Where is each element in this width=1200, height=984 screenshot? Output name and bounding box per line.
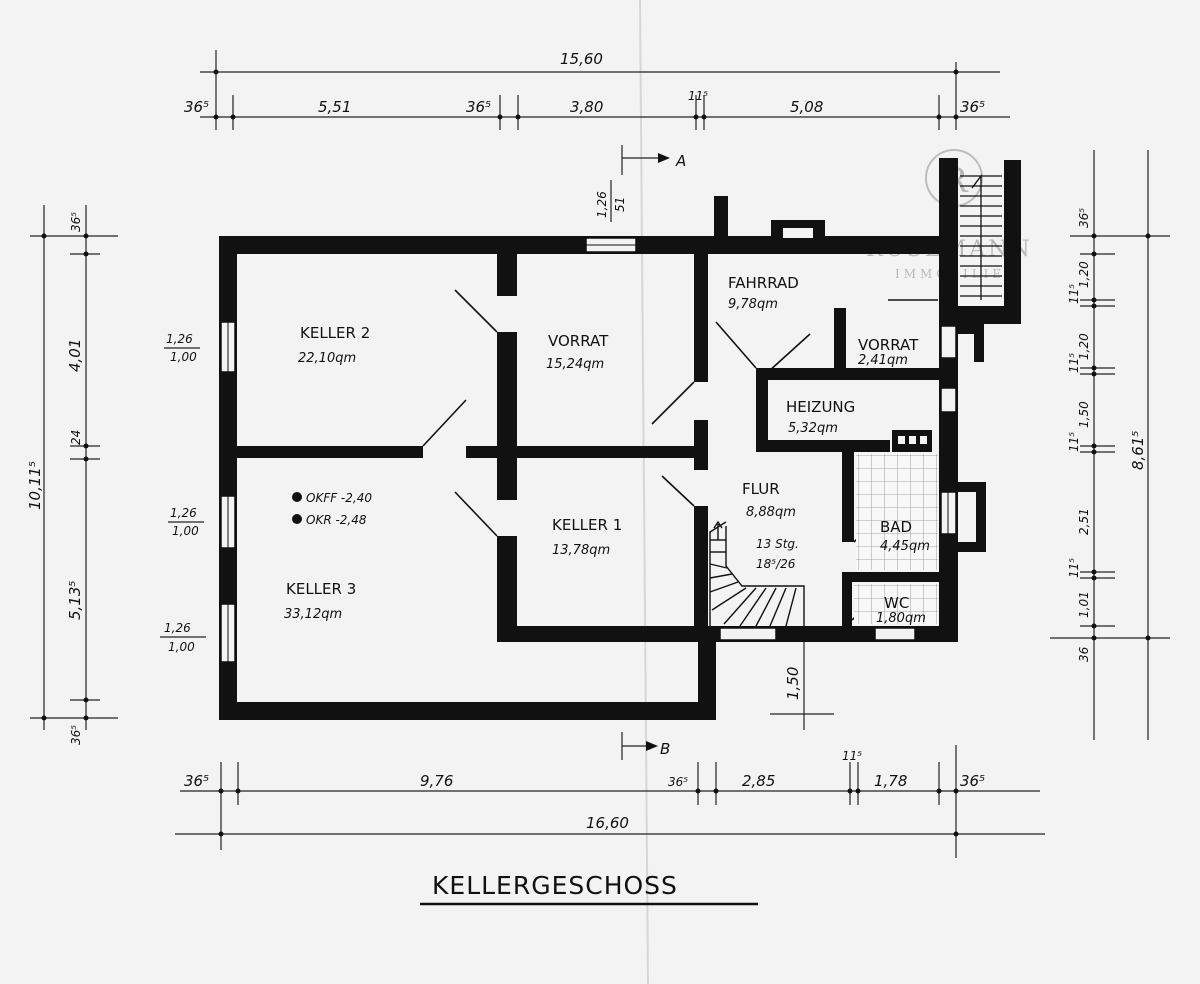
room-heizung-name: HEIZUNG bbox=[786, 398, 855, 416]
room-wc-name: WC bbox=[884, 594, 909, 612]
right-dim-3: 11⁵ bbox=[1067, 284, 1081, 304]
bottom-dim-1: 36⁵ bbox=[184, 772, 209, 790]
room-keller2-name: KELLER 2 bbox=[300, 324, 370, 342]
section-marker-b: B bbox=[621, 732, 670, 760]
section-marker-a: A bbox=[621, 145, 686, 175]
right-dim-2: 1,20 bbox=[1077, 261, 1091, 288]
left-total-dim: 10,11⁵ bbox=[26, 461, 44, 510]
room-flur-name: FLUR bbox=[742, 480, 780, 498]
bottom-dimension-chain: 36⁵ 9,76 36⁵ 2,85 11⁵ 1,78 36⁵ 16,60 bbox=[175, 745, 1045, 858]
section-b-label: B bbox=[660, 740, 670, 758]
right-dim-5: 11⁵ bbox=[1067, 353, 1081, 373]
right-dim-9: 11⁵ bbox=[1067, 558, 1081, 578]
room-vorrat1-area: 15,24qm bbox=[546, 357, 604, 372]
top-dim-3: 36⁵ bbox=[466, 98, 491, 116]
bottom-dim-5: 11⁵ bbox=[842, 749, 862, 763]
top-window-height: 51 bbox=[613, 197, 627, 212]
room-bad-name: BAD bbox=[880, 518, 912, 536]
door-dimension: 1,50 bbox=[770, 640, 834, 730]
room-vorrat1-name: VORRAT bbox=[548, 332, 609, 350]
right-dim-6: 1,50 bbox=[1077, 401, 1091, 428]
window-left2-height: 1,00 bbox=[172, 524, 199, 538]
bottom-dim-4: 2,85 bbox=[742, 772, 775, 790]
bottom-dim-7: 36⁵ bbox=[960, 772, 985, 790]
right-dim-10: 1,01 bbox=[1077, 591, 1091, 618]
chimney-heizung bbox=[898, 436, 927, 444]
level-note-1: OKFF -2,40 bbox=[306, 491, 372, 505]
bad-tiles bbox=[856, 454, 938, 570]
plan-title-text: KELLERGESCHOSS bbox=[432, 871, 678, 900]
plan-title: KELLERGESCHOSS bbox=[420, 871, 758, 906]
top-dim-5: 11⁵ bbox=[688, 89, 708, 103]
room-heizung-area: 5,32qm bbox=[788, 421, 838, 436]
room-keller2-area: 22,10qm bbox=[298, 351, 356, 366]
window-left1-width: 1,26 bbox=[166, 332, 193, 346]
right-dimension-chain: 8,61⁵ 36⁵ 1,20 11⁵ 1,20 11⁵ 1,50 11⁵ 2,5… bbox=[1050, 150, 1170, 740]
room-labels: KELLER 2 22,10qm VORRAT 15,24qm FAHRRAD … bbox=[284, 274, 930, 626]
room-fahrrad-area: 9,78qm bbox=[728, 297, 778, 312]
left-window-labels: 1,26 1,00 1,26 1,00 1,26 1,00 bbox=[160, 332, 206, 654]
level-note-2: OKR -2,48 bbox=[306, 513, 367, 527]
top-dim-2: 5,51 bbox=[318, 98, 351, 116]
top-total-dim: 15,60 bbox=[560, 50, 603, 68]
left-dim-4: 5,13⁵ bbox=[66, 581, 84, 620]
level-marker-icon bbox=[292, 514, 302, 524]
stair-rise-run: 18⁵/26 bbox=[756, 557, 796, 571]
right-dim-1: 36⁵ bbox=[1077, 208, 1091, 228]
window-left1-height: 1,00 bbox=[170, 350, 197, 364]
room-keller1-area: 13,78qm bbox=[552, 543, 610, 558]
right-dim-4: 1,20 bbox=[1077, 333, 1091, 360]
stair-upper bbox=[960, 174, 1002, 300]
top-dim-6: 5,08 bbox=[790, 98, 823, 116]
top-dim-1: 36⁵ bbox=[184, 98, 209, 116]
bottom-total-dim: 16,60 bbox=[586, 814, 629, 832]
room-flur-area: 8,88qm bbox=[746, 505, 796, 520]
room-bad-area: 4,45qm bbox=[880, 539, 930, 554]
top-window-width: 1,26 bbox=[595, 191, 609, 218]
right-dim-7: 11⁵ bbox=[1067, 432, 1081, 452]
stair-steps: 13 Stg. bbox=[756, 537, 799, 551]
left-dim-1: 36⁵ bbox=[69, 212, 83, 232]
paper-fold bbox=[639, 0, 649, 984]
level-notes: OKFF -2,40 OKR -2,48 bbox=[292, 491, 372, 527]
right-dim-8: 2,51 bbox=[1077, 508, 1091, 535]
level-marker-icon bbox=[292, 492, 302, 502]
top-dimension-chain: 15,60 36⁵ 5,51 36⁵ 3,80 11⁵ 5,08 36⁵ bbox=[184, 50, 1010, 130]
chimney-flue bbox=[783, 228, 813, 238]
right-dim-11: 36 bbox=[1077, 646, 1091, 662]
door-width-dim: 1,50 bbox=[784, 667, 802, 700]
left-dimension-chain: 10,11⁵ 36⁵ 4,01 24 5,13⁵ 36⁵ bbox=[26, 205, 118, 745]
left-dim-5: 36⁵ bbox=[69, 725, 83, 745]
bottom-dim-2: 9,76 bbox=[420, 772, 453, 790]
room-fahrrad-name: FAHRRAD bbox=[728, 274, 799, 292]
left-dim-3: 24 bbox=[69, 430, 83, 445]
wc-tiles bbox=[854, 584, 938, 624]
room-keller1-name: KELLER 1 bbox=[552, 516, 622, 534]
window-left3-width: 1,26 bbox=[164, 621, 191, 635]
room-keller3-area: 33,12qm bbox=[284, 607, 342, 622]
window-left2-width: 1,26 bbox=[170, 506, 197, 520]
top-dim-7: 36⁵ bbox=[960, 98, 985, 116]
bottom-dim-3: 36⁵ bbox=[668, 775, 688, 789]
right-total-dim: 8,61⁵ bbox=[1129, 431, 1147, 470]
window-left3-height: 1,00 bbox=[168, 640, 195, 654]
section-a-label: A bbox=[675, 152, 686, 170]
top-dim-4: 3,80 bbox=[570, 98, 603, 116]
room-vorrat2-area: 2,41qm bbox=[858, 353, 908, 368]
stair-note: 13 Stg. 18⁵/26 bbox=[756, 537, 799, 571]
left-dim-2: 4,01 bbox=[66, 339, 84, 372]
stair-lower bbox=[709, 520, 805, 627]
windows bbox=[220, 237, 957, 663]
room-keller3-name: KELLER 3 bbox=[286, 580, 356, 598]
room-wc-area: 1,80qm bbox=[876, 611, 926, 626]
top-window-label: 1,26 51 bbox=[595, 180, 627, 222]
bottom-dim-6: 1,78 bbox=[874, 772, 907, 790]
room-vorrat2-name: VORRAT bbox=[858, 336, 919, 354]
